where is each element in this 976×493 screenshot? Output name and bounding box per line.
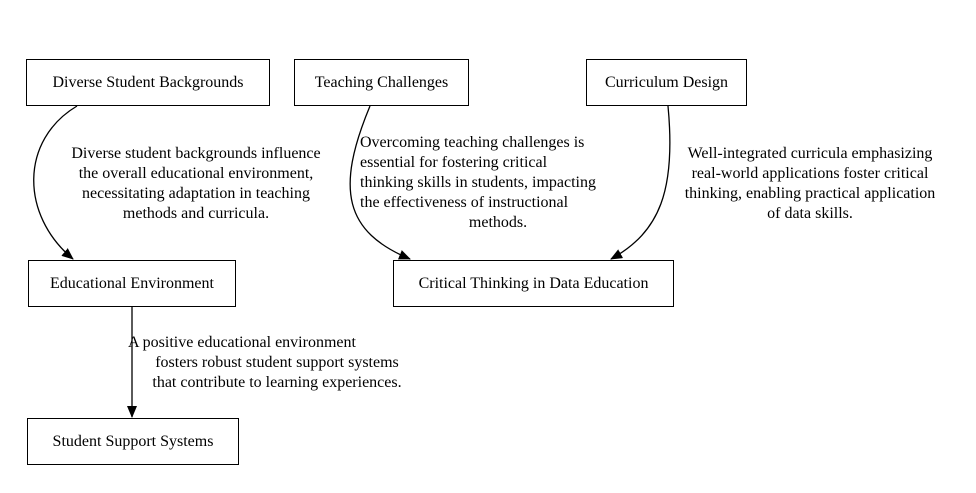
edge-label-line: Diverse student backgrounds influence — [71, 145, 321, 162]
edge-teaching-to-critical — [349, 105, 411, 260]
edge-label-environment-support: A positive educational environment foste… — [128, 333, 426, 393]
node-teaching-challenges[interactable]: Teaching Challenges — [294, 59, 469, 106]
edge-label-line: of data skills. — [767, 205, 853, 222]
node-educational-environment[interactable]: Educational Environment — [28, 260, 236, 307]
edge-label-line: methods and curricula. — [122, 205, 270, 222]
edge-label-line: fosters robust student support systems — [155, 354, 399, 371]
node-diverse-student-backgrounds[interactable]: Diverse Student Backgrounds — [26, 59, 270, 106]
edge-label-teaching-critical: Overcoming teaching challenges is essent… — [360, 133, 636, 233]
edge-label-line: the effectiveness of instructional — [360, 194, 569, 211]
edge-label-line: the overall educational environment, — [78, 165, 314, 182]
node-student-support-systems[interactable]: Student Support Systems — [27, 418, 239, 465]
edge-label-line: A positive educational environment — [128, 334, 356, 351]
edge-label-line: that contribute to learning experiences. — [152, 374, 402, 391]
edge-label-line: necessitating adaptation in teaching — [82, 185, 310, 202]
edge-label-line: Overcoming teaching challenges is — [360, 134, 585, 151]
node-critical-thinking[interactable]: Critical Thinking in Data Education — [393, 260, 674, 307]
node-curriculum-design[interactable]: Curriculum Design — [586, 59, 747, 106]
edge-label-line: methods. — [468, 214, 528, 231]
edge-label-line: essential for fostering critical — [360, 154, 548, 171]
edge-label-line: thinking skills in students, impacting — [360, 174, 596, 191]
edge-label-line: real-world applications foster critical — [691, 165, 929, 182]
edge-label-line: thinking, enabling practical application — [684, 185, 936, 202]
edge-label-line: Well-integrated curricula emphasizing — [687, 145, 933, 162]
edge-label-diverse-environment: Diverse student backgrounds influence th… — [44, 144, 348, 224]
edge-label-curriculum-critical: Well-integrated curricula emphasizing re… — [664, 144, 956, 224]
edge-curriculum-to-critical — [610, 105, 671, 260]
edge-diverse-to-environment — [33, 105, 78, 260]
